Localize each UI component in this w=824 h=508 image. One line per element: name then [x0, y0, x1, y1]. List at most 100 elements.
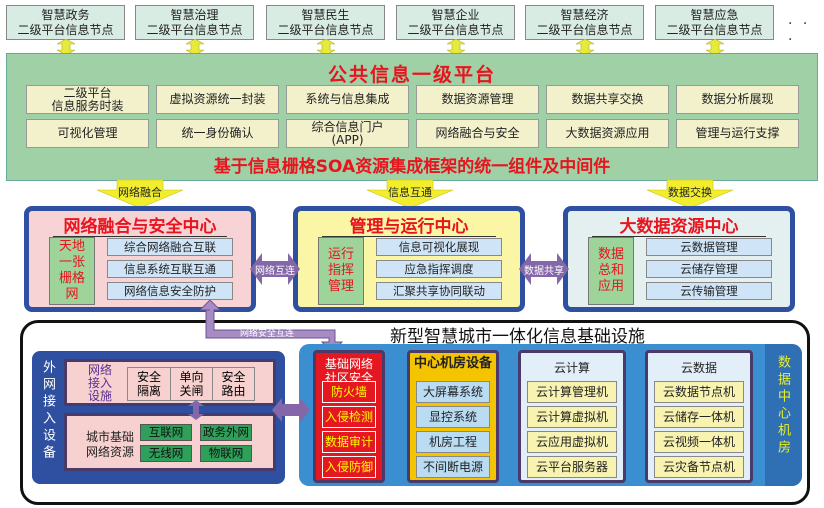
secondary-node[interactable]: 智慧应急二级平台信息节点 [655, 5, 774, 40]
node-name: 智慧企业 [431, 8, 480, 22]
center-item[interactable]: 信息可视化展现 [376, 238, 502, 256]
link-network-interconnect: 网络互连 [255, 266, 295, 277]
security-item[interactable]: 防火墙 [322, 381, 376, 403]
center-item[interactable]: 云数据管理 [646, 238, 772, 256]
access-facilities-label: 网络接入设施 [87, 363, 112, 403]
city-network-resources-box: 城市基础网络资源 互联网政务外网无线网物联网 [64, 413, 276, 471]
room-item[interactable]: 不间断电源 [416, 456, 490, 478]
center-title: 管理与运行中心 [349, 217, 469, 237]
center-item[interactable]: 云储存管理 [646, 260, 772, 278]
center-item[interactable]: 信息系统互联互通 [107, 260, 233, 278]
vertical-double-arrow-icon [188, 400, 204, 420]
title-underline [322, 236, 496, 237]
down-arrow-label: 信息互通 [388, 186, 432, 199]
secondary-node[interactable]: 智慧治理二级平台信息节点 [135, 5, 254, 40]
down-arrow-label: 网络融合 [118, 186, 162, 199]
node-name: 智慧民生 [301, 8, 350, 22]
vertical-double-arrow-icon [57, 39, 75, 55]
secondary-node[interactable]: 智慧民生二级平台信息节点 [266, 5, 385, 40]
network-resource[interactable]: 政务外网 [200, 424, 252, 441]
platform-module[interactable]: 数据共享交换 [546, 85, 669, 114]
platform-module[interactable]: 综合信息门户 (APP) [286, 119, 409, 148]
node-subtitle: 二级平台信息节点 [17, 23, 114, 37]
data-center-label: 数据中心机房 [775, 355, 790, 457]
infrastructure-frame [20, 320, 810, 505]
center-item[interactable]: 网络信息安全防护 [107, 282, 233, 300]
compute-item[interactable]: 云计算管理机 [527, 381, 617, 403]
node-subtitle: 二级平台信息节点 [536, 23, 633, 37]
center-side-label: 天地一张栅格网 [49, 237, 95, 305]
center-title: 大数据资源中心 [619, 217, 739, 237]
access-facilities-box: 网络接入设施 安全隔离单向关闸安全路由 [64, 359, 276, 406]
node-subtitle: 二级平台信息节点 [407, 23, 504, 37]
center-side-label: 运行指挥管理 [318, 237, 364, 305]
secondary-node[interactable]: 智慧企业二级平台信息节点 [396, 5, 515, 40]
double-arrow-icon [250, 253, 300, 285]
center-panel: 大数据资源中心数据总和应用云数据管理云储存管理云传输管理 [563, 206, 795, 312]
city-network-resources-label: 城市基础网络资源 [85, 430, 134, 459]
security-item[interactable]: 入侵检测 [322, 406, 376, 428]
down-arrow-icon [646, 179, 734, 209]
access-device[interactable]: 单向关闸 [170, 368, 212, 400]
platform-module[interactable]: 数据资源管理 [416, 85, 539, 114]
network-resource[interactable]: 物联网 [200, 445, 252, 462]
access-device[interactable]: 安全隔离 [136, 370, 161, 398]
room-title: 中心机房设备 [414, 356, 493, 371]
title-underline [53, 236, 227, 237]
down-arrow-0: 网络融合 [95, 179, 185, 209]
center-item[interactable]: 云传输管理 [646, 282, 772, 300]
center-panel: 管理与运行中心运行指挥管理信息可视化展现应急指挥调度汇聚共享协同联动 [293, 206, 525, 312]
data-title: 云数据 [680, 361, 717, 375]
security-column: 基础网络社区安全防火墙入侵检测数据审计入侵防御 [313, 350, 385, 483]
node-name: 智慧经济 [560, 8, 609, 22]
platform-module[interactable]: 二级平台 信息服务时装 [26, 85, 149, 114]
room-item[interactable]: 大屏幕系统 [416, 381, 490, 403]
platform-module[interactable]: 管理与运行支撑 [676, 119, 799, 148]
data-column: 云数据云数据节点机云储存一体机云视频一体机云灾备节点机 [645, 350, 753, 483]
center-item[interactable]: 应急指挥调度 [376, 260, 502, 278]
network-resource[interactable]: 无线网 [140, 445, 192, 462]
secondary-node[interactable]: 智慧经济二级平台信息节点 [525, 5, 644, 40]
center-title: 网络融合与安全中心 [63, 217, 217, 237]
network-resource[interactable]: 互联网 [140, 424, 192, 441]
infrastructure-title: 新型智慧城市一体化信息基础设施 [390, 327, 645, 347]
link-security-interconnect: 网络安全互连 [240, 329, 295, 339]
platform-module[interactable]: 统一身份确认 [156, 119, 279, 148]
public-platform: 公共信息一级平台 二级平台 信息服务时装虚拟资源统一封装系统与信息集成数据资源管… [6, 53, 818, 181]
vertical-double-arrow-icon [706, 39, 724, 55]
compute-item[interactable]: 云平台服务器 [527, 456, 617, 478]
secondary-node[interactable]: 智慧政务二级平台信息节点 [6, 5, 125, 40]
double-arrow-icon [272, 398, 310, 422]
platform-module[interactable]: 系统与信息集成 [286, 85, 409, 114]
data-item[interactable]: 云数据节点机 [654, 381, 744, 403]
data-item[interactable]: 云灾备节点机 [654, 456, 744, 478]
vertical-double-arrow-icon [447, 39, 465, 55]
data-item[interactable]: 云视频一体机 [654, 431, 744, 453]
security-item[interactable]: 数据审计 [322, 431, 376, 453]
center-item[interactable]: 综合网络融合互联 [107, 238, 233, 256]
down-arrow-label: 数据交换 [668, 186, 712, 199]
access-device[interactable]: 安全路由 [212, 368, 254, 400]
platform-module[interactable]: 数据分析展现 [676, 85, 799, 114]
compute-item[interactable]: 云计算虚拟机 [527, 406, 617, 428]
platform-module[interactable]: 大数据资源应用 [546, 119, 669, 148]
room-item[interactable]: 机房工程 [416, 431, 490, 453]
compute-column: 云计算云计算管理机云计算虚拟机云应用虚拟机云平台服务器 [518, 350, 626, 483]
security-item[interactable]: 入侵防御 [322, 456, 376, 478]
node-subtitle: 二级平台信息节点 [666, 23, 763, 37]
center-item[interactable]: 汇聚共享协同联动 [376, 282, 502, 300]
data-item[interactable]: 云储存一体机 [654, 406, 744, 428]
vertical-double-arrow-icon [186, 39, 204, 55]
double-arrow-icon [519, 253, 569, 285]
down-arrow-icon [366, 179, 454, 209]
compute-item[interactable]: 云应用虚拟机 [527, 431, 617, 453]
platform-title: 公共信息一级平台 [327, 64, 496, 86]
platform-module[interactable]: 虚拟资源统一封装 [156, 85, 279, 114]
more-ellipsis: · · · [788, 16, 811, 48]
vertical-double-arrow-icon [317, 39, 335, 55]
platform-module[interactable]: 可视化管理 [26, 119, 149, 148]
room-item[interactable]: 显控系统 [416, 406, 490, 428]
platform-module[interactable]: 网络融合与安全 [416, 119, 539, 148]
title-underline [592, 236, 766, 237]
vertical-double-arrow-icon [576, 39, 594, 55]
